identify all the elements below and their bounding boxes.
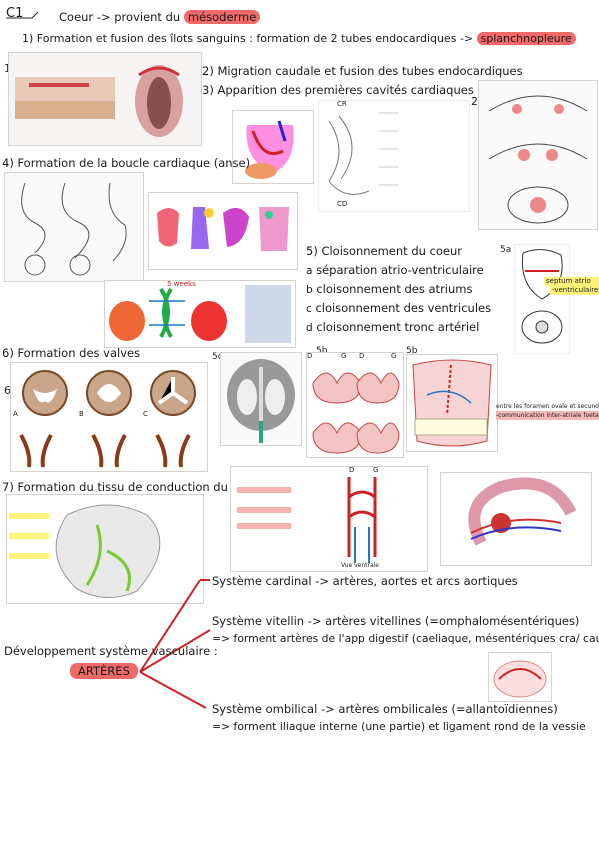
figure-aortic-arches: D G Vue ventrale [230,466,428,572]
figure-foramen-ovale [406,354,498,452]
item-5d-text: cloisonnement tronc artériel [316,320,480,334]
mindmap-root: Développement système vasculaire : ARTÈR… [4,644,218,679]
section-1-highlight: splanchnopleure [476,32,576,45]
foramen-note-1: entre les foramen ovale et secundum [496,403,599,410]
fig-5c-mark: 5c [212,352,223,362]
section-5-title: 5) Cloisonnement du coeur [306,244,463,258]
figure-atrioventricular-septum [514,244,570,354]
fig-2-mark: 2 [471,95,478,108]
fig-5b-mark: 5b [316,346,328,356]
section-3-title: 3) Apparition des premières cavités card… [202,83,474,97]
figure-cardiac-loop-color [148,192,298,270]
item-5a: a séparation atrio-ventriculaire [306,263,491,282]
fig-1-mark: 1 [4,62,11,75]
valves-label-b: B [79,410,84,418]
section-1-text: 1) Formation et fusion des îlots sanguin… [22,32,474,45]
vue-ventrale-label: Vue ventrale [341,562,379,569]
item-5a-mark: a [306,265,313,277]
fig5b-label-d: D [307,352,313,360]
item-5b: b cloisonnement des atriums [306,282,491,301]
mindmap-connectors [139,579,211,709]
section-5-items: a séparation atrio-ventriculaire b clois… [306,263,491,339]
title-highlight: mésoderme [183,10,261,24]
fig5b-label-g: G [341,352,347,360]
chapter-mark: C1 [6,2,39,21]
item-5c-mark: c [306,303,312,315]
figure-heart-tube-schema: CR CD [318,100,470,212]
valves-label-c: C [143,410,148,418]
fig5b-label-d2: D [359,352,365,360]
septum-label-2: -ventriculaire [550,286,599,295]
item-5c: c cloisonnement des ventricules [306,301,491,320]
branch-vitellin-line2: => forment artères de l'app digestif (ca… [212,632,599,645]
section-7-title: 7) Formation du tissu de conduction du c… [2,480,265,494]
item-5d: d cloisonnement tronc artériel [306,320,491,339]
mindmap-root-line1: Développement système vasculaire : [4,644,218,658]
foramen-note: entre les foramen ovale et secundum -com… [496,402,599,420]
figure-embryo-vessels [440,472,592,566]
figure-blood-islands [8,52,202,146]
branch-ombilical-line1: Système ombilical -> artères ombilicales… [212,702,558,716]
title-prefix: Coeur -> provient du [59,10,181,24]
figure-atrial-septation: D G D G [306,352,404,458]
fig3-cd-label: CD [337,200,348,208]
mindmap-root-line2: ARTÈRES [70,663,138,679]
mindmap-branch-vitellin: Système vitellin -> artères vitellines (… [212,614,599,646]
artery-label-d: D [349,466,355,474]
branch-ombilical-line2: => forment iliaque interne (une partie) … [212,720,586,733]
figure-cardiac-loop-sketch [4,172,144,282]
figure-tube-fusion [478,80,598,230]
item-5b-text: cloisonnement des atriums [316,282,473,296]
chapter-underline [6,12,39,19]
mindmap-branch-ombilical: Système ombilical -> artères ombilicales… [212,702,586,734]
item-5d-mark: d [306,322,313,334]
fig-6-mark: 6 [4,384,11,397]
section-1-title: 1) Formation et fusion des îlots sanguin… [22,32,576,46]
item-5c-text: cloisonnement des ventricules [315,301,492,315]
figure-truncus-septation: 5 weeks [104,280,296,348]
fig-5b2-mark: 5b [406,346,418,356]
foramen-note-2: -communication inter-atriale foetale [496,411,599,420]
item-5a-text: séparation atrio-ventriculaire [316,263,484,277]
five-weeks-label: 5 weeks [167,280,196,288]
item-5b-mark: b [306,284,313,296]
chapter-label: C1 [6,6,24,21]
fig-5a-mark: 5a [500,245,512,255]
figure-ventricle-septation [220,352,302,446]
septum-label-1: septum atrio [544,277,599,286]
valves-label-a: A [13,410,18,418]
section-4-title: 4) Formation de la boucle cardiaque (ans… [2,156,251,170]
septum-label: septum atrio -ventriculaire [544,277,599,295]
figure-first-cavities [232,110,314,184]
fig5b-label-g2: G [391,352,397,360]
artery-label-g: G [373,466,379,474]
page-title: Coeur -> provient du mésoderme [59,10,261,24]
fig3-cr-label: CR [337,100,347,108]
section-6-title: 6) Formation des valves [2,346,141,360]
figure-conduction-system [6,494,204,604]
figure-valves: A B C [10,362,208,472]
branch-vitellin-line1: Système vitellin -> artères vitellines (… [212,614,580,628]
section-2-title: 2) Migration caudale et fusion des tubes… [202,64,523,78]
mindmap-branch-cardinal: Système cardinal -> artères, aortes et a… [212,574,518,588]
figure-umbilical-vessels [488,652,552,702]
